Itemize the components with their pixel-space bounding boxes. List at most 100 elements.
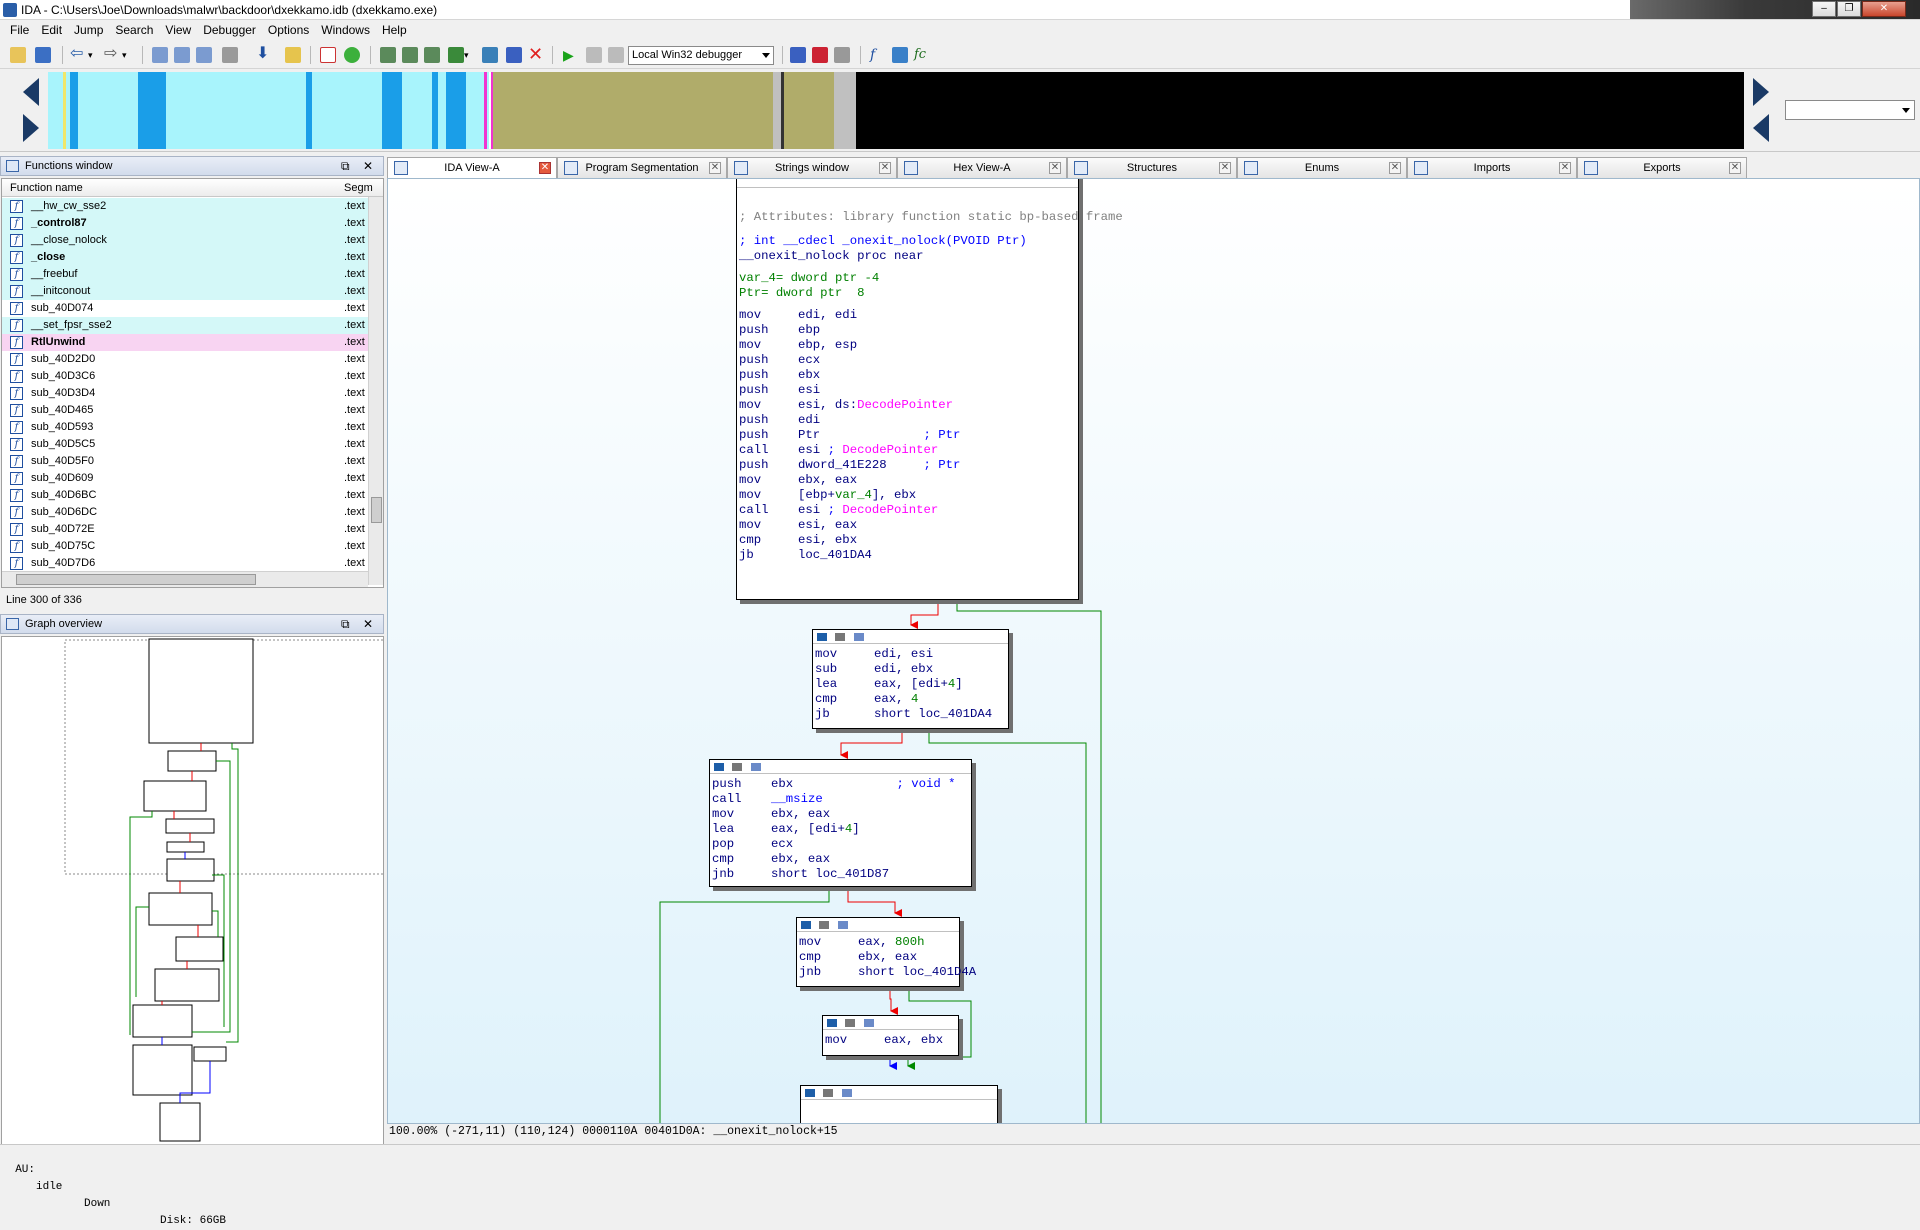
nav-zoom-in-icon[interactable] [1753,78,1769,106]
stop-debug-icon[interactable] [608,47,624,63]
function-row[interactable]: f__freebuf.text [2,266,368,283]
functions-vertical-scrollbar[interactable] [368,197,383,585]
create-function-icon[interactable] [380,47,396,63]
save-icon[interactable] [35,47,51,63]
nav-left-arrow-icon[interactable] [23,78,39,106]
code-line[interactable]: jnb short loc_401D87 [712,867,890,881]
enum-dropdown-icon[interactable]: ▾ [464,50,469,60]
code-line[interactable]: pop ecx [712,837,794,851]
graph-node-check-size[interactable]: mov edi, esi sub edi, ebx lea eax, [edi+… [812,629,1009,729]
functions-horizontal-scrollbar[interactable] [2,571,368,587]
code-line[interactable]: call __msize [712,792,823,806]
close-window-button[interactable]: ✕ [1862,1,1906,17]
function-row[interactable]: f_close.text [2,249,368,266]
tab-program-segmentation[interactable]: Program Segmentation✕ [557,157,727,178]
code-line[interactable]: jnb short loc_401D4A [799,965,977,979]
close-tab-icon[interactable]: ✕ [539,162,551,174]
function-row[interactable]: f__initconout.text [2,283,368,300]
menu-jump[interactable]: Jump [74,23,104,37]
function-row[interactable]: f_control87.text [2,215,368,232]
code-line[interactable]: mov edi, edi [739,308,858,322]
code-line[interactable]: cmp ebx, eax [799,950,918,964]
green-circle-icon[interactable] [344,47,360,63]
code-line[interactable]: push ebx ; void * [712,777,956,791]
code-line[interactable]: mov ebp, esp [739,338,858,352]
binary-search-icon[interactable] [152,47,168,63]
code-line[interactable]: lea eax, [edi+4] [712,822,860,836]
dock-icon[interactable]: ⧉ [341,617,350,631]
code-line[interactable]: cmp eax, 4 [815,692,919,706]
code-line[interactable]: push Ptr ; Ptr [739,428,961,442]
graph-node-msize[interactable]: push ebx ; void * call __msize mov ebx, … [709,759,972,887]
code-line[interactable]: push ebx [739,368,821,382]
menu-edit[interactable]: Edit [41,23,63,37]
code-line[interactable]: jb short loc_401DA4 [815,707,993,721]
close-tab-icon[interactable]: ✕ [709,162,721,174]
navigation-strip[interactable] [48,72,1744,149]
code-line[interactable]: lea eax, [edi+4] [815,677,963,691]
delete-icon[interactable]: ✕ [528,44,544,64]
graph-node-mov-eax-ebx[interactable]: mov eax, ebx [822,1015,959,1056]
mark-position-icon[interactable] [285,47,301,63]
open-file-icon[interactable] [10,47,26,63]
close-panel-icon[interactable]: ✕ [363,617,374,631]
forward-arrow-icon[interactable]: ⇨ [104,45,118,62]
add-enum-icon[interactable] [448,47,464,63]
debugger-select[interactable]: Local Win32 debugger [628,46,774,65]
code-line[interactable]: cmp ebx, eax [712,852,831,866]
graph-text-icon[interactable] [320,47,336,63]
minimize-button[interactable]: – [1812,1,1836,17]
menu-file[interactable]: File [10,23,30,37]
function-row[interactable]: f__hw_cw_sse2.text [2,198,368,215]
immediate-search-icon[interactable] [196,47,212,63]
function-row[interactable]: f__close_nolock.text [2,232,368,249]
code-line[interactable]: push ebp [739,323,821,337]
menu-windows[interactable]: Windows [321,23,370,37]
code-line[interactable]: mov esi, eax [739,518,858,532]
code-line[interactable]: ; Attributes: library function static bp… [739,210,1123,224]
patch-icon[interactable] [506,47,522,63]
names-list-icon[interactable] [892,47,908,63]
close-tab-icon[interactable]: ✕ [1219,162,1231,174]
code-line[interactable]: push esi [739,383,821,397]
maximize-button[interactable]: ❐ [1837,1,1861,17]
tab-structures[interactable]: Structures✕ [1067,157,1237,178]
close-panel-icon[interactable]: ✕ [363,159,374,173]
close-tab-icon[interactable]: ✕ [1389,162,1401,174]
code-line[interactable]: mov edi, esi [815,647,934,661]
nav-zoom-out-icon[interactable] [1753,114,1769,142]
code-line[interactable]: var_4= dword ptr -4 [739,271,880,285]
close-tab-icon[interactable]: ✕ [1559,162,1571,174]
code-line[interactable]: mov eax, ebx [825,1033,944,1047]
function-row[interactable]: f__set_fpsr_sse2.text [2,317,368,334]
menu-debugger[interactable]: Debugger [203,23,256,37]
pause-debug-icon[interactable] [586,47,602,63]
detach-icon[interactable] [834,47,850,63]
add-struct-icon[interactable] [424,47,440,63]
code-line[interactable]: push dword_41E228 ; Ptr [739,458,961,472]
close-tab-icon[interactable]: ✕ [1729,162,1741,174]
menu-help[interactable]: Help [381,23,407,37]
breakpoints-icon[interactable] [790,47,806,63]
code-line[interactable]: push ecx [739,353,821,367]
back-arrow-icon[interactable]: ⇦ [70,45,84,62]
jump-down-icon[interactable]: ⬇ [256,45,270,62]
code-line[interactable]: sub edi, ebx [815,662,934,676]
segment-icon[interactable] [482,47,498,63]
column-segment[interactable]: Segm [344,182,373,194]
